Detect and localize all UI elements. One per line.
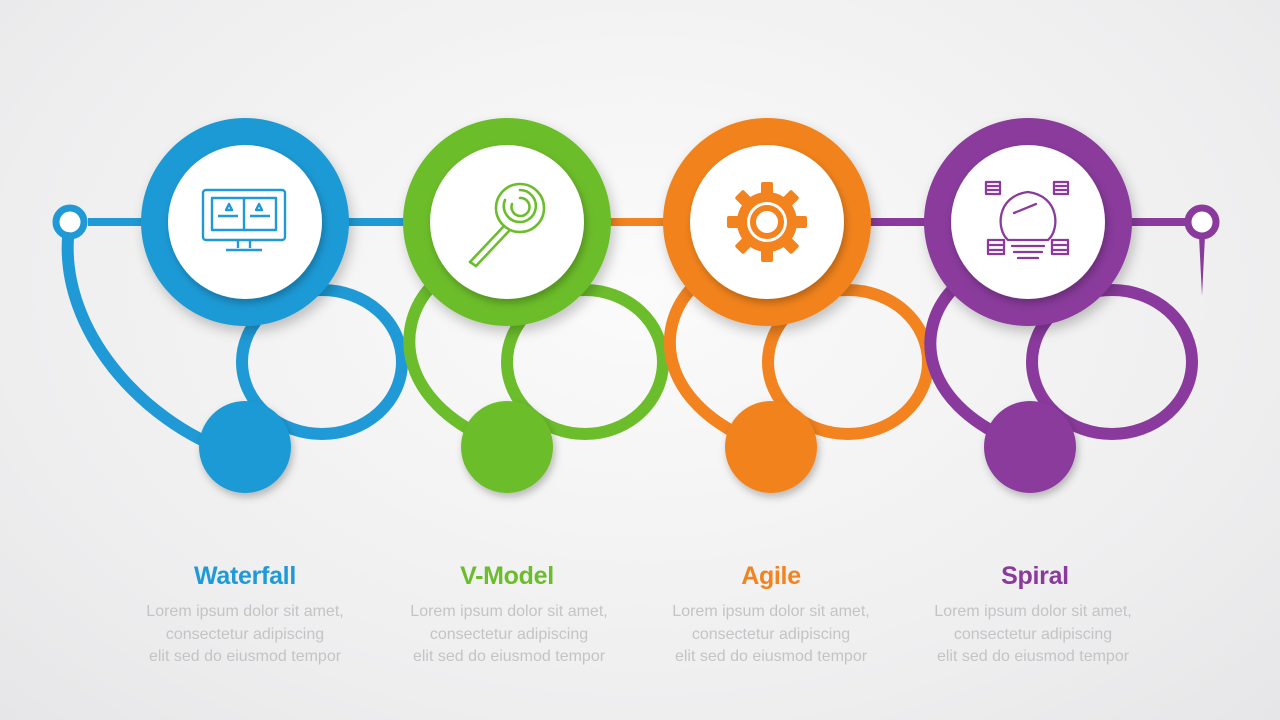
stage-1-description: Lorem ipsum dolor sit amet, consectetur …	[115, 601, 375, 669]
loop-arc-left-4	[924, 284, 1016, 446]
stage-1-dot	[199, 401, 291, 493]
stage-2-dot	[461, 401, 553, 493]
loop-arc-left-3	[664, 284, 756, 446]
stage-2-desc-line-3: elit sed do eiusmod tempor	[412, 648, 606, 665]
stage-4-desc-line-3: elit sed do eiusmod tempor	[936, 648, 1130, 665]
loop-arc-left-1	[61, 232, 236, 458]
stage-3-desc-line-1: Lorem ipsum dolor sit amet,	[672, 603, 870, 620]
stage-1-title: Waterfall	[194, 562, 296, 590]
lightbulb-icon	[984, 180, 1070, 260]
loop-ring-4	[1026, 284, 1198, 440]
monitor-icon	[201, 188, 287, 252]
stage-4-dot	[984, 401, 1076, 493]
gear-icon	[727, 182, 807, 262]
stage-2-description: Lorem ipsum dolor sit amet, consectetur …	[379, 601, 639, 669]
stage-4-desc-line-1: Lorem ipsum dolor sit amet,	[934, 603, 1132, 620]
stage-1-desc-line-2: consectetur adipiscing	[165, 625, 325, 643]
stage-3-description: Lorem ipsum dolor sit amet, consectetur …	[641, 601, 901, 669]
stage-3-desc-line-2: consectetur adipiscing	[691, 625, 851, 643]
magnifier-icon	[468, 182, 546, 268]
stage-3-desc-line-3: elit sed do eiusmod tempor	[674, 648, 868, 665]
stage-2-desc-line-1: Lorem ipsum dolor sit amet,	[410, 603, 608, 620]
stage-3-title: Agile	[741, 562, 801, 590]
end-marker-tail	[1199, 236, 1205, 296]
stage-1-desc-line-3: elit sed do eiusmod tempor	[148, 648, 342, 665]
loop-arc-left-2	[403, 284, 496, 446]
end-marker	[1184, 204, 1220, 240]
stage-4-title: Spiral	[1001, 562, 1069, 590]
stage-2-disc	[430, 145, 584, 299]
stage-1-desc-line-1: Lorem ipsum dolor sit amet,	[146, 603, 344, 620]
stage-4-desc-line-2: consectetur adipiscing	[953, 625, 1113, 643]
stage-2-title: V-Model	[460, 562, 554, 590]
stage-4-description: Lorem ipsum dolor sit amet, consectetur …	[903, 601, 1163, 669]
stage-2-desc-line-2: consectetur adipiscing	[429, 625, 589, 643]
start-marker	[52, 204, 88, 240]
stage-3-dot	[725, 401, 817, 493]
stage-4-disc	[951, 145, 1105, 299]
